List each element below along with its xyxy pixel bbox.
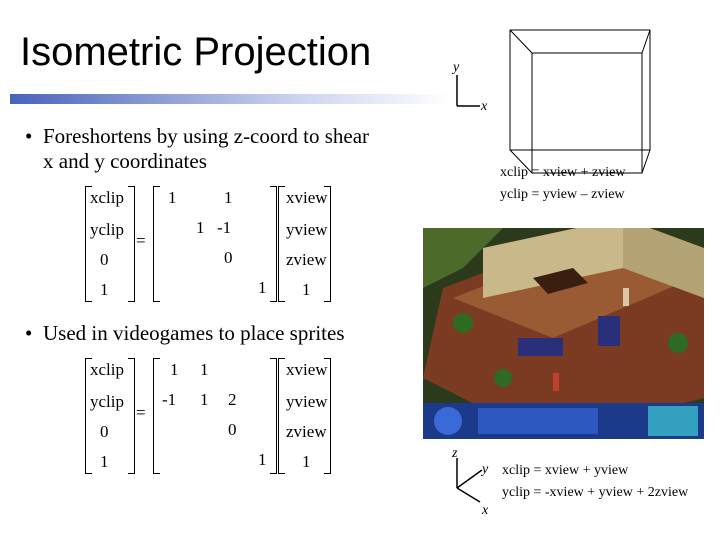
m1-cell: 0: [224, 248, 233, 267]
formula-bottom-2: yclip = -xview + yview + 2zview: [502, 485, 689, 500]
formula-top-1: xclip = xview + zview: [500, 165, 626, 180]
equals-sign: =: [136, 403, 146, 422]
slide-title: Isometric Projection: [20, 30, 372, 74]
videogame-screenshot: [423, 228, 704, 439]
axis-label-z: z: [452, 446, 458, 461]
matrix-equation-2: xclip yclip 0 1 = 1 1 -1 1 2 0 1 xview y…: [80, 358, 340, 476]
m2-lhs-2: 0: [100, 422, 109, 441]
m1-cell: 1: [196, 218, 205, 237]
bullet-dot: •: [25, 321, 33, 345]
m2-rhs-1: yview: [286, 392, 328, 411]
m2-cell: 0: [228, 420, 237, 439]
wireframe-cube: [509, 29, 651, 174]
m2-lhs-3: 1: [100, 452, 109, 471]
m2-lhs-1: yclip: [90, 392, 124, 411]
title-underline-bar: [10, 94, 450, 104]
m2-cell: 1: [200, 360, 209, 379]
m2-lhs-0: xclip: [90, 360, 124, 379]
formula-bottom-1: xclip = xview + yview: [502, 463, 629, 478]
axis-label-y: y: [482, 462, 489, 477]
m2-cell: 2: [228, 390, 237, 409]
m2-cell: 1: [258, 450, 267, 469]
m1-cell: -1: [217, 218, 232, 237]
m1-lhs-3: 1: [100, 280, 109, 299]
axes-bottom-diagram: [456, 458, 483, 503]
bullet-2-line1: Used in videogames to place sprites: [43, 321, 345, 345]
m2-cell: -1: [162, 390, 177, 409]
matrix-equation-1: xclip yclip 0 1 = 1 1 1 -1 0 1 xview yvi…: [80, 186, 340, 304]
m1-cell: 1: [258, 278, 267, 297]
equals-sign: =: [136, 231, 146, 250]
m2-rhs-2: zview: [286, 422, 327, 441]
m1-rhs-3: 1: [302, 280, 311, 299]
bullet-1: • Foreshortens by using z-coord to shear…: [25, 124, 445, 174]
axis-label-x: x: [482, 503, 489, 518]
formula-top-2: yclip = yview – zview: [500, 187, 625, 202]
m1-rhs-2: zview: [286, 250, 327, 269]
bullet-1-line1: Foreshortens by using z-coord to shear: [43, 124, 370, 148]
m2-cell: 1: [200, 390, 209, 409]
sims-scene-illustration: [423, 228, 704, 439]
bullet-dot: •: [25, 124, 33, 148]
m1-rhs-0: xview: [286, 188, 328, 207]
m1-lhs-2: 0: [100, 250, 109, 269]
m1-cell: 1: [168, 188, 177, 207]
bullet-2: • Used in videogames to place sprites: [25, 321, 445, 346]
axes-top-diagram: [456, 75, 480, 107]
axis-label-y: y: [453, 60, 460, 75]
axis-label-x: x: [481, 99, 488, 114]
bullet-1-line2: x and y coordinates: [43, 149, 207, 173]
m2-cell: 1: [170, 360, 179, 379]
m1-lhs-0: xclip: [90, 188, 124, 207]
m1-rhs-1: yview: [286, 220, 328, 239]
m2-rhs-0: xview: [286, 360, 328, 379]
m1-lhs-1: yclip: [90, 220, 124, 239]
m2-rhs-3: 1: [302, 452, 311, 471]
m1-cell: 1: [224, 188, 233, 207]
